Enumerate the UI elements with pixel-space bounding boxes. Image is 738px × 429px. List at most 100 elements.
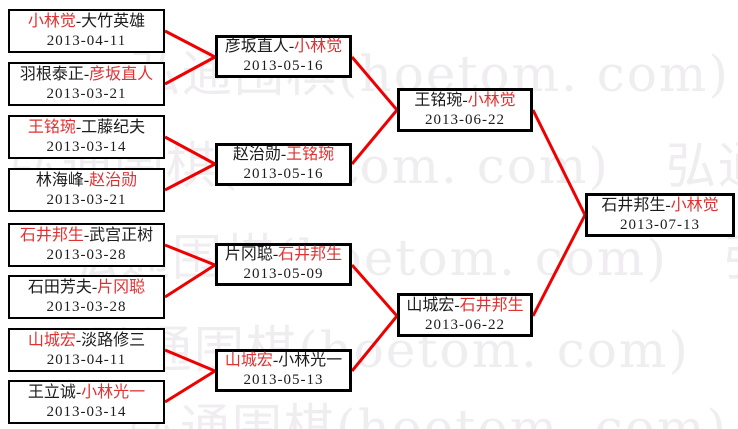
match-date: 2013-04-11 xyxy=(46,351,127,368)
player-name: 石井邦生 xyxy=(19,226,84,244)
match-box-r1-4: 林海峰-赵治勋 2013-03-21 xyxy=(8,168,165,212)
player-name: 赵治勋 xyxy=(232,146,281,163)
dash: - xyxy=(272,352,279,369)
player-name: 工藤纪夫 xyxy=(81,118,146,136)
match-box-r1-2: 羽根泰正-彦坂直人 2013-03-21 xyxy=(8,62,165,106)
player-name: 林海峰 xyxy=(35,171,84,189)
player-name: 石井邦生 xyxy=(278,246,343,263)
player-name: 王铭琬 xyxy=(27,118,76,136)
player-name: 大竹英雄 xyxy=(81,12,146,30)
match-date: 2013-05-09 xyxy=(243,266,324,282)
player-name: 山城宏 xyxy=(406,296,455,314)
connector-line xyxy=(164,135,216,166)
match-box-r2-4: 山城宏-小林光一 2013-05-13 xyxy=(215,349,352,392)
player-name: 小林光一 xyxy=(81,383,146,401)
match-box-r2-1: 彦坂直人-小林觉 2013-05-16 xyxy=(215,35,352,78)
player-name: 小林觉 xyxy=(670,196,719,214)
match-box-r1-5: 石井邦生-武宫正树 2013-03-28 xyxy=(8,223,165,267)
match-players: 王铭琬-小林觉 xyxy=(414,91,515,111)
player-name: 王立诚 xyxy=(27,383,76,401)
dash: - xyxy=(83,65,90,83)
match-date: 2013-03-28 xyxy=(46,298,127,315)
dash: - xyxy=(91,278,98,296)
player-name: 小林觉 xyxy=(294,38,343,55)
match-date: 2013-06-22 xyxy=(425,316,505,333)
player-name: 石井邦生 xyxy=(459,296,524,314)
connector-line xyxy=(350,109,399,165)
dash: - xyxy=(280,146,287,163)
connector-line xyxy=(164,243,216,267)
player-name: 武宫正树 xyxy=(89,226,154,244)
player-name: 小林觉 xyxy=(27,12,76,30)
watermark-text: 弘通围棋(hoetom. com)弘通围棋(hoetom. com) xyxy=(90,321,690,379)
match-players: 王立诚-小林光一 xyxy=(28,383,145,403)
dash: - xyxy=(75,331,82,349)
watermark-text: 弘通围棋(hoetom. com)弘通围棋(hoetom. com) xyxy=(128,399,728,429)
match-box-sf-1: 王铭琬-小林觉 2013-06-22 xyxy=(397,88,533,132)
match-players: 小林觉-大竹英雄 xyxy=(28,12,145,32)
dash: - xyxy=(665,196,671,214)
match-box-sf-2: 山城宏-石井邦生 2013-06-22 xyxy=(397,293,533,337)
match-box-r1-6: 石田芳夫-片冈聪 2013-03-28 xyxy=(8,275,165,319)
match-box-r1-1: 小林觉-大竹英雄 2013-04-11 xyxy=(8,9,165,53)
player-name: 石田芳夫 xyxy=(27,278,92,296)
match-date: 2013-04-11 xyxy=(46,32,127,49)
player-name: 赵治勋 xyxy=(89,171,138,189)
match-box-r1-3: 王铭琬-工藤纪夫 2013-03-14 xyxy=(8,115,165,159)
match-box-r1-8: 王立诚-小林光一 2013-03-14 xyxy=(8,380,165,424)
player-name: 淡路修三 xyxy=(81,331,146,349)
connector-line xyxy=(164,55,216,86)
connector-line xyxy=(164,369,216,404)
connector-line xyxy=(164,29,216,59)
match-players: 山城宏-石井邦生 xyxy=(406,296,523,316)
connector-line xyxy=(350,315,399,372)
match-date: 2013-03-28 xyxy=(46,246,127,263)
match-players: 山城宏-淡路修三 xyxy=(28,331,145,351)
player-name: 石井邦生 xyxy=(601,196,666,214)
connector-line xyxy=(531,109,587,216)
player-name: 小林光一 xyxy=(278,352,343,369)
player-name: 彦坂直人 xyxy=(224,38,289,55)
match-players: 王铭琬-工藤纪夫 xyxy=(28,118,145,138)
match-players: 石井邦生-小林觉 xyxy=(601,196,718,216)
connector-line xyxy=(350,56,399,111)
match-date: 2013-05-13 xyxy=(243,372,324,388)
player-name: 王铭琬 xyxy=(286,146,335,163)
match-date: 2013-05-16 xyxy=(243,166,324,182)
player-name: 王铭琬 xyxy=(414,91,463,109)
match-box-r1-7: 山城宏-淡路修三 2013-04-11 xyxy=(8,328,165,372)
match-box-r2-2: 赵治勋-王铭琬 2013-05-16 xyxy=(215,143,352,186)
match-players: 林海峰-赵治勋 xyxy=(36,171,137,191)
dash: - xyxy=(83,171,90,189)
player-name: 羽根泰正 xyxy=(19,65,84,83)
match-players: 羽根泰正-彦坂直人 xyxy=(20,65,153,85)
dash: - xyxy=(272,246,279,263)
dash: - xyxy=(454,296,460,314)
match-date: 2013-06-22 xyxy=(425,111,505,128)
connector-line xyxy=(164,162,216,192)
player-name: 彦坂直人 xyxy=(89,65,154,83)
match-date: 2013-03-14 xyxy=(46,138,127,155)
match-players: 石井邦生-武宫正树 xyxy=(20,226,153,246)
match-players: 赵治勋-王铭琬 xyxy=(233,145,334,165)
match-players: 石田芳夫-片冈聪 xyxy=(28,278,145,298)
watermark-text: 弘通围棋(hoetom. com)弘通围棋(hoetom. com) xyxy=(68,229,738,287)
dash: - xyxy=(288,38,295,55)
dash: - xyxy=(462,91,468,109)
dash: - xyxy=(75,118,82,136)
match-players: 彦坂直人-小林觉 xyxy=(225,37,342,57)
connector-line xyxy=(531,214,587,317)
match-box-final: 石井邦生-小林觉 2013-07-13 xyxy=(585,193,735,237)
dash: - xyxy=(83,226,90,244)
dash: - xyxy=(75,12,82,30)
match-players: 山城宏-小林光一 xyxy=(225,351,342,371)
match-date: 2013-03-14 xyxy=(46,403,127,420)
connector-line xyxy=(350,264,399,317)
player-name: 山城宏 xyxy=(224,352,273,369)
match-date: 2013-07-13 xyxy=(620,216,700,233)
player-name: 山城宏 xyxy=(27,331,76,349)
match-date: 2013-03-21 xyxy=(46,191,127,208)
match-date: 2013-05-16 xyxy=(243,58,324,74)
